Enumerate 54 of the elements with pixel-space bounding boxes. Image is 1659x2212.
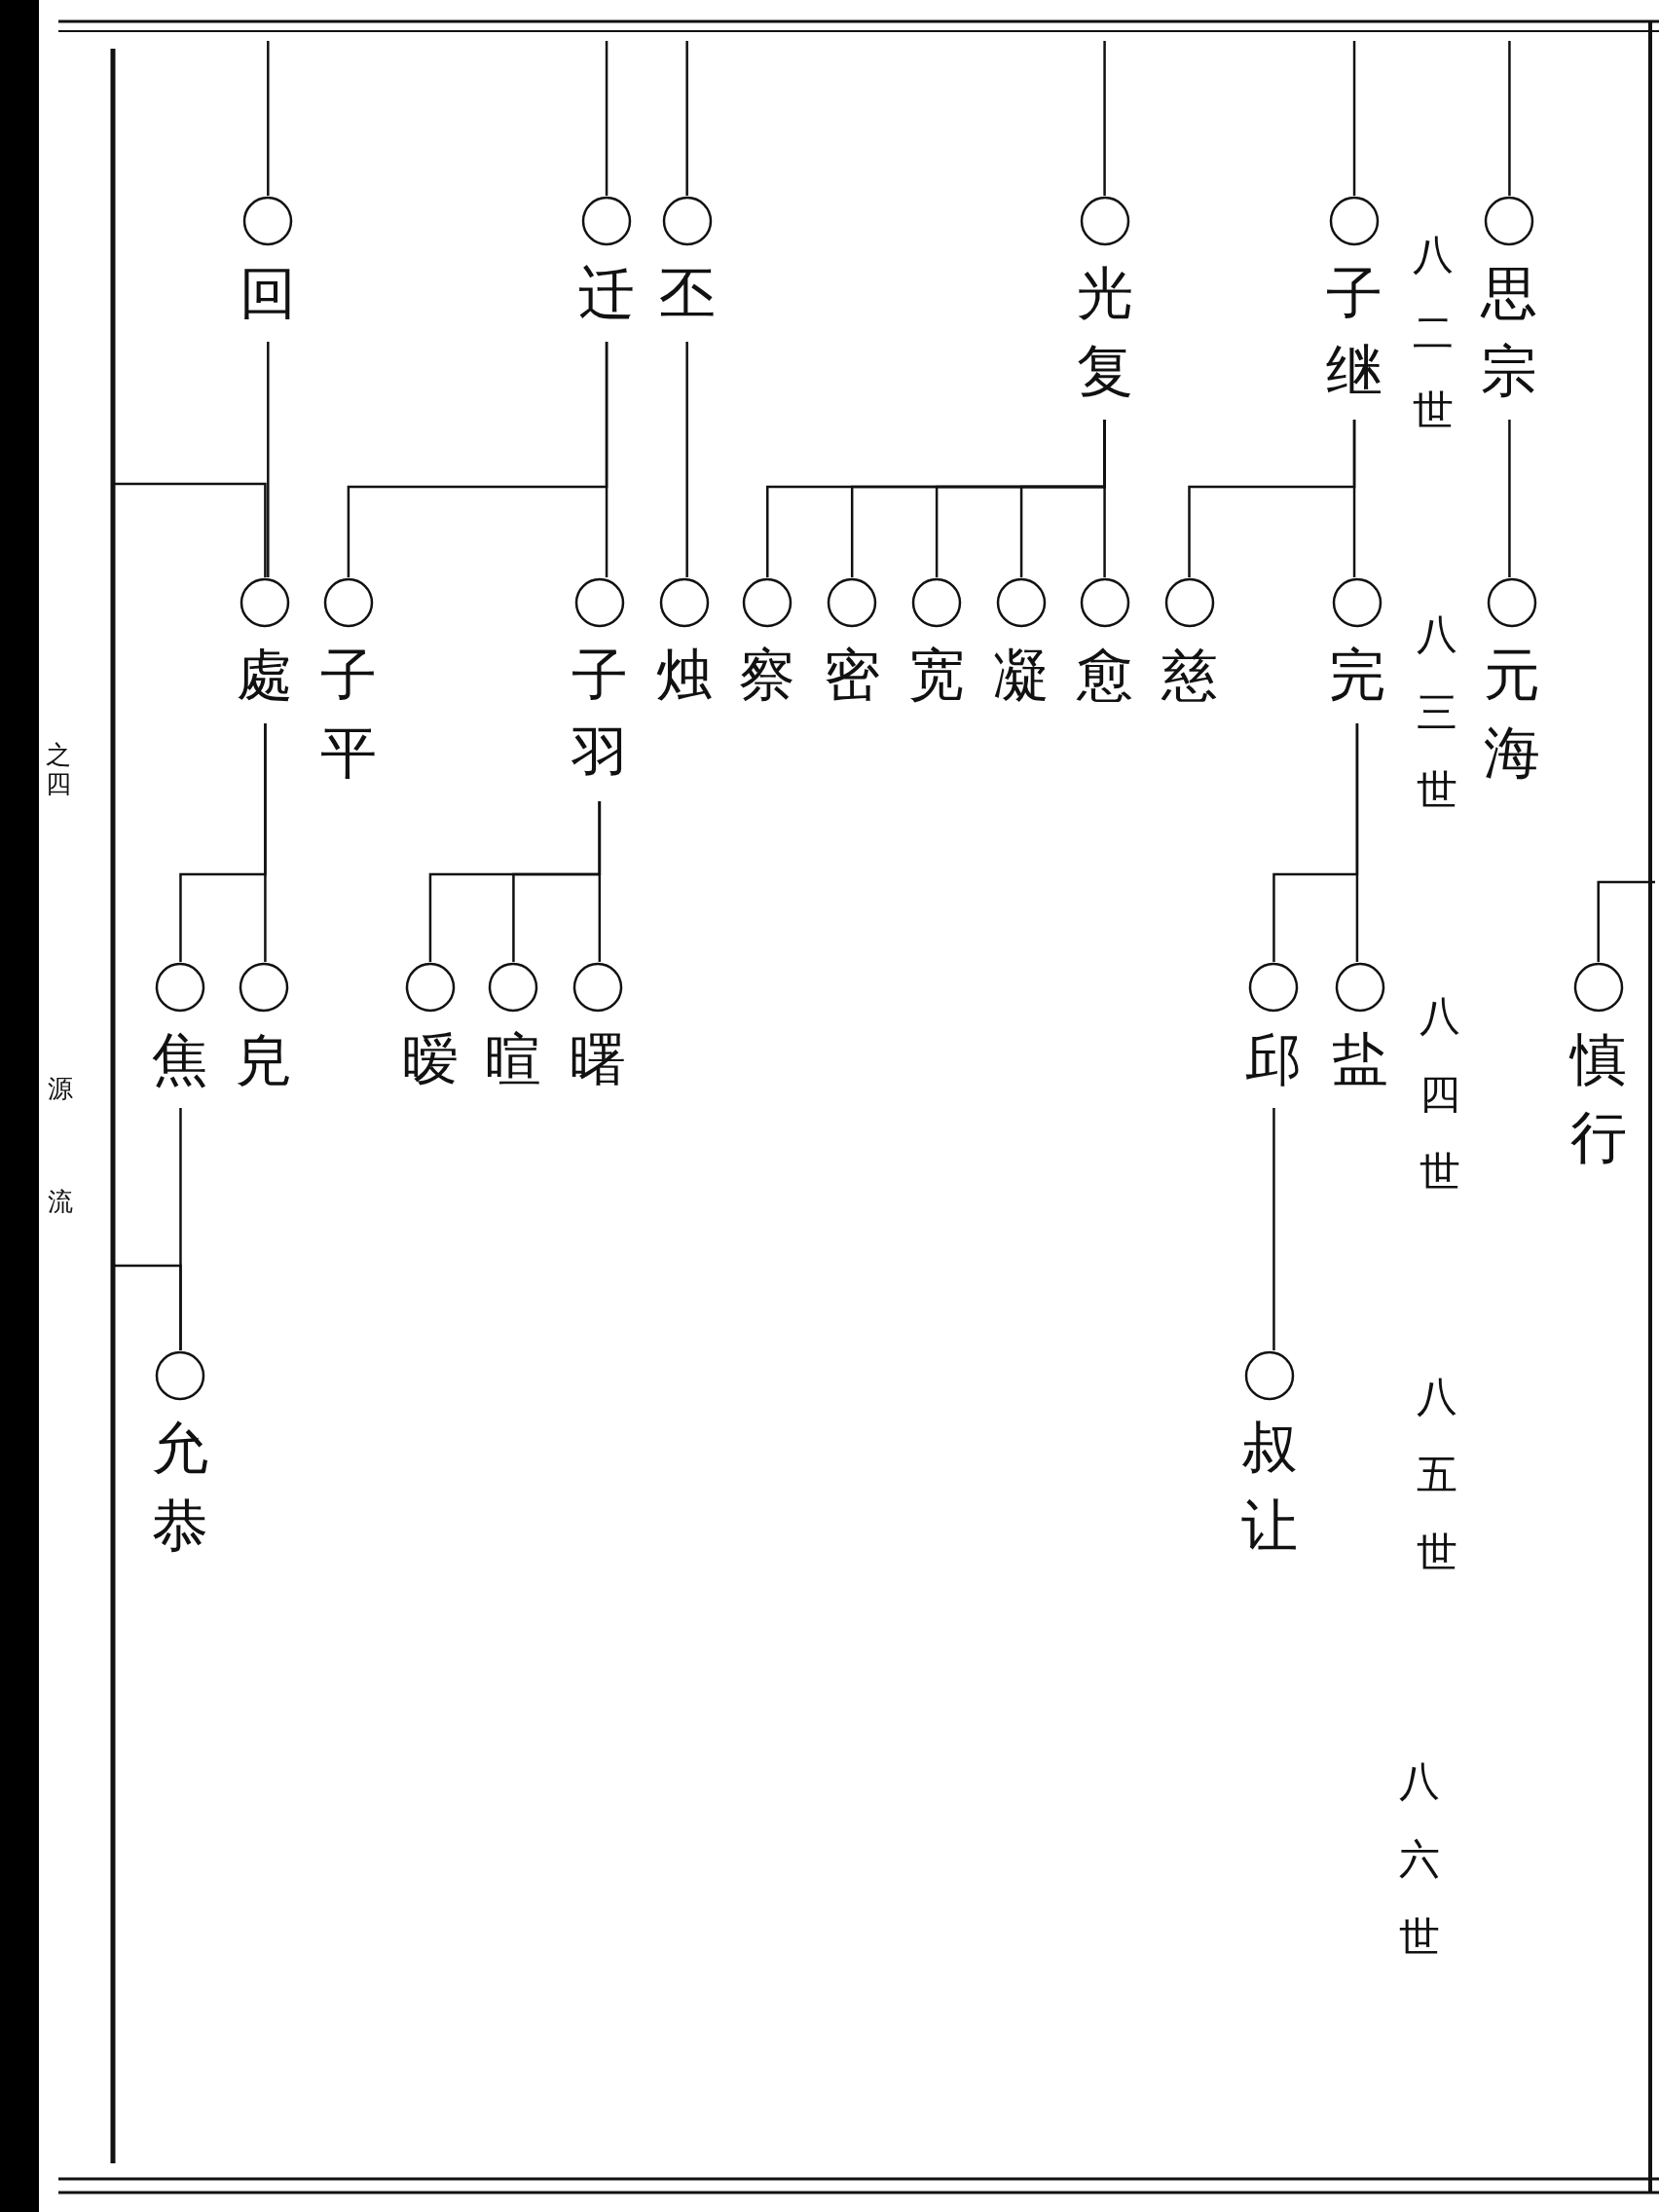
lineage-line bbox=[605, 41, 608, 196]
generation-label: 八五世 bbox=[1416, 1372, 1458, 1578]
lineage-line bbox=[1352, 41, 1356, 196]
name-text: 密 bbox=[823, 641, 882, 710]
name-text: 允恭 bbox=[151, 1414, 210, 1561]
name-text: 暄 bbox=[484, 1025, 543, 1094]
name-text: 焦 bbox=[151, 1025, 210, 1094]
name-text: 光复 bbox=[1075, 259, 1134, 406]
lineage-line bbox=[113, 482, 267, 577]
margin-text: 之四 bbox=[45, 740, 72, 798]
lineage-line bbox=[1508, 420, 1511, 577]
name-text: 凝 bbox=[992, 641, 1051, 710]
generation-label: 八六世 bbox=[1398, 1756, 1441, 1963]
name-text: 邱 bbox=[1244, 1025, 1304, 1094]
name-text: 迁 bbox=[577, 259, 637, 328]
name-text: 叔让 bbox=[1240, 1414, 1300, 1561]
name-text: 宽 bbox=[907, 641, 967, 710]
name-text: 元海 bbox=[1483, 641, 1542, 788]
name-text: 曙 bbox=[569, 1025, 628, 1094]
generation-label: 八二世 bbox=[1412, 230, 1455, 436]
lineage-line bbox=[1352, 420, 1356, 577]
lineage-line bbox=[264, 723, 267, 962]
margin-text: 源流 bbox=[47, 1073, 74, 1218]
lineage-line bbox=[605, 342, 608, 577]
lineage-line bbox=[685, 342, 688, 577]
name-text: 烛 bbox=[654, 641, 714, 710]
name-text: 子继 bbox=[1325, 259, 1384, 406]
name-text: 丕 bbox=[657, 259, 717, 328]
lineage-line bbox=[1103, 420, 1106, 577]
name-text: 察 bbox=[738, 641, 797, 710]
lineage-line bbox=[1355, 723, 1359, 962]
name-text: 回 bbox=[239, 259, 298, 328]
lineage-line bbox=[685, 41, 688, 196]
name-text: 子平 bbox=[318, 641, 378, 788]
lineage-line bbox=[1597, 880, 1655, 962]
name-text: 處 bbox=[236, 641, 295, 710]
generation-label: 八四世 bbox=[1419, 991, 1461, 1198]
name-text: 皃 bbox=[234, 1025, 293, 1094]
lineage-line bbox=[1508, 41, 1511, 196]
name-text: 愈 bbox=[1075, 641, 1134, 710]
name-text: 子羽 bbox=[570, 641, 629, 788]
lineage-line bbox=[598, 801, 602, 962]
lineage-line bbox=[267, 41, 270, 196]
name-text: 思宗 bbox=[1480, 259, 1539, 406]
name-text: 慎行 bbox=[1568, 1025, 1628, 1172]
name-text: 盐 bbox=[1330, 1025, 1389, 1094]
name-text: 完 bbox=[1327, 641, 1386, 710]
lineage-line bbox=[1272, 1108, 1275, 1350]
lineage-line bbox=[1103, 41, 1106, 196]
lineage-line bbox=[267, 342, 270, 577]
name-text: 慈 bbox=[1160, 641, 1219, 710]
generation-label: 八三世 bbox=[1416, 609, 1458, 816]
name-text: 暧 bbox=[400, 1025, 460, 1094]
lineage-line bbox=[113, 1264, 182, 1350]
